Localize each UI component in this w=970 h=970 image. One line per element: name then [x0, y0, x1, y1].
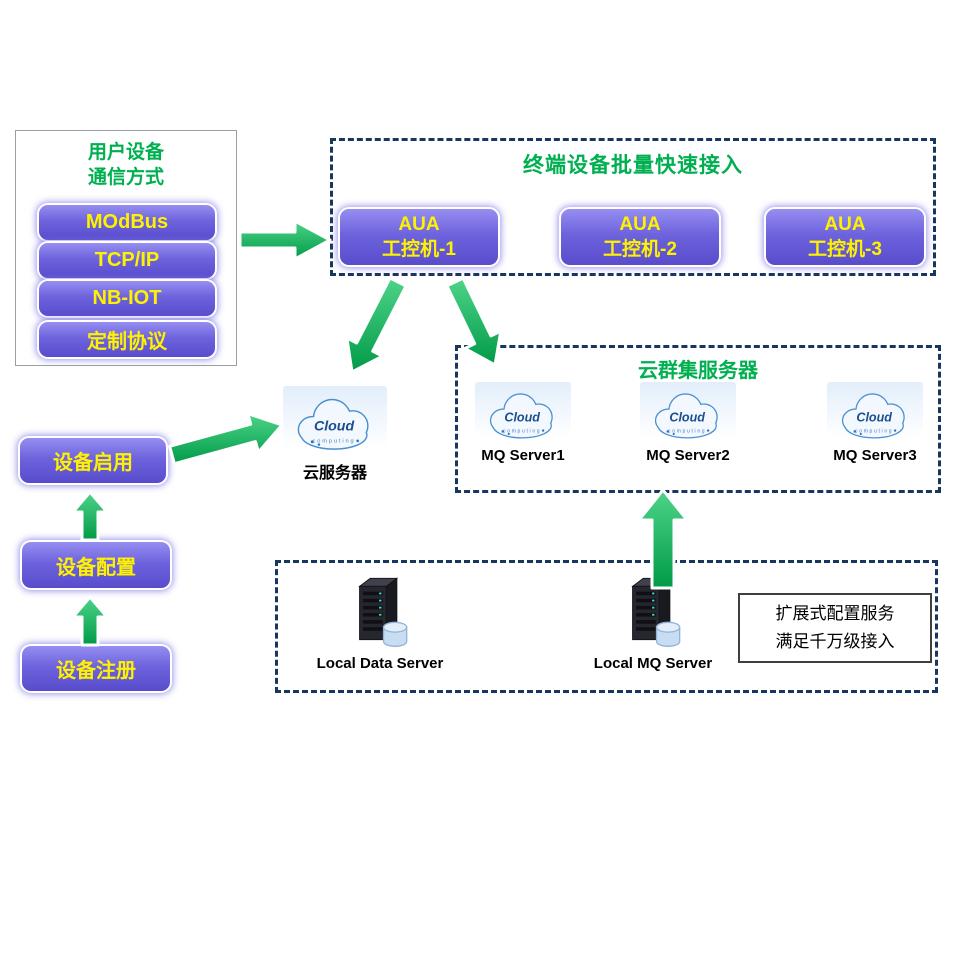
cloud-icon: [283, 386, 387, 456]
aua-node-3-line1: AUA: [824, 214, 866, 235]
server-icon: [358, 577, 408, 648]
arrow-aua1-to-cloudserver: [345, 276, 408, 374]
device-step-enable: 设备启用: [20, 438, 166, 483]
device-step-configure: 设备配置: [22, 542, 170, 588]
mq-server-1: MQ Server1: [468, 382, 578, 464]
scalability-note: 扩展式配置服务 满足千万级接入: [738, 593, 932, 663]
terminal-access-panel: 终端设备批量快速接入 AUA 工控机-1 AUA 工控机-2 AUA 工控机-3: [330, 138, 936, 276]
local-data-server-label: Local Data Server: [316, 655, 444, 672]
cloud-server-group: 云服务器: [283, 386, 387, 483]
user-device-title-line1: 用户设备: [87, 142, 164, 163]
protocol-pill-nbiot: NB-IOT: [39, 281, 215, 316]
user-device-panel-title: 用户设备 通信方式: [16, 131, 236, 190]
server-icon: [631, 577, 681, 648]
protocol-pill-modbus: MOdBus: [39, 205, 215, 240]
scalability-note-line1: 扩展式配置服务: [775, 603, 895, 623]
protocol-pill-custom: 定制协议: [39, 322, 215, 357]
aua-node-2-line2: 工控机-2: [603, 239, 677, 260]
mq-server-2: MQ Server2: [633, 382, 743, 464]
mq-server-2-label: MQ Server2: [646, 447, 730, 464]
cloud-icon: [475, 382, 571, 444]
local-data-server: Local Data Server: [305, 573, 455, 672]
mq-server-3-label: MQ Server3: [833, 447, 917, 464]
aua-node-1-line1: AUA: [398, 214, 440, 235]
user-device-panel: 用户设备 通信方式 MOdBus TCP/IP NB-IOT 定制协议: [15, 130, 237, 366]
device-step-register: 设备注册: [22, 646, 170, 691]
local-mq-server: Local MQ Server: [578, 573, 728, 672]
local-servers-panel: Local Data Server Local MQ Server 扩展式配置服…: [275, 560, 938, 693]
terminal-access-panel-title: 终端设备批量快速接入: [523, 154, 743, 177]
protocol-pill-tcpip: TCP/IP: [39, 243, 215, 278]
cloud-server-label: 云服务器: [302, 465, 367, 482]
aua-node-2-line1: AUA: [619, 214, 661, 235]
scalability-note-line2: 满足千万级接入: [775, 632, 895, 651]
arrow-protocols-to-aua: [238, 219, 332, 261]
user-device-title-line2: 通信方式: [87, 167, 164, 188]
local-mq-server-label: Local MQ Server: [593, 655, 713, 672]
aua-node-1: AUA 工控机-1: [340, 209, 498, 265]
arrow-config-to-enable: [71, 490, 109, 542]
aua-node-3-line2: 工控机-3: [808, 239, 882, 260]
cloud-cluster-panel-title: 云群集服务器: [638, 360, 758, 382]
aua-node-2: AUA 工控机-2: [561, 209, 719, 265]
cloud-icon: [827, 382, 923, 444]
mq-server-3: MQ Server3: [820, 382, 930, 464]
cloud-cluster-panel: 云群集服务器 MQ Server1 MQ Server2 MQ Server3: [455, 345, 941, 493]
aua-node-1-line2: 工控机-1: [382, 239, 456, 260]
cloud-icon: [640, 382, 736, 444]
aua-node-3: AUA 工控机-3: [766, 209, 924, 265]
mq-server-1-label: MQ Server1: [481, 447, 565, 464]
arrow-enable-to-cloudserver: [168, 412, 284, 466]
arrow-register-to-config: [71, 595, 109, 647]
